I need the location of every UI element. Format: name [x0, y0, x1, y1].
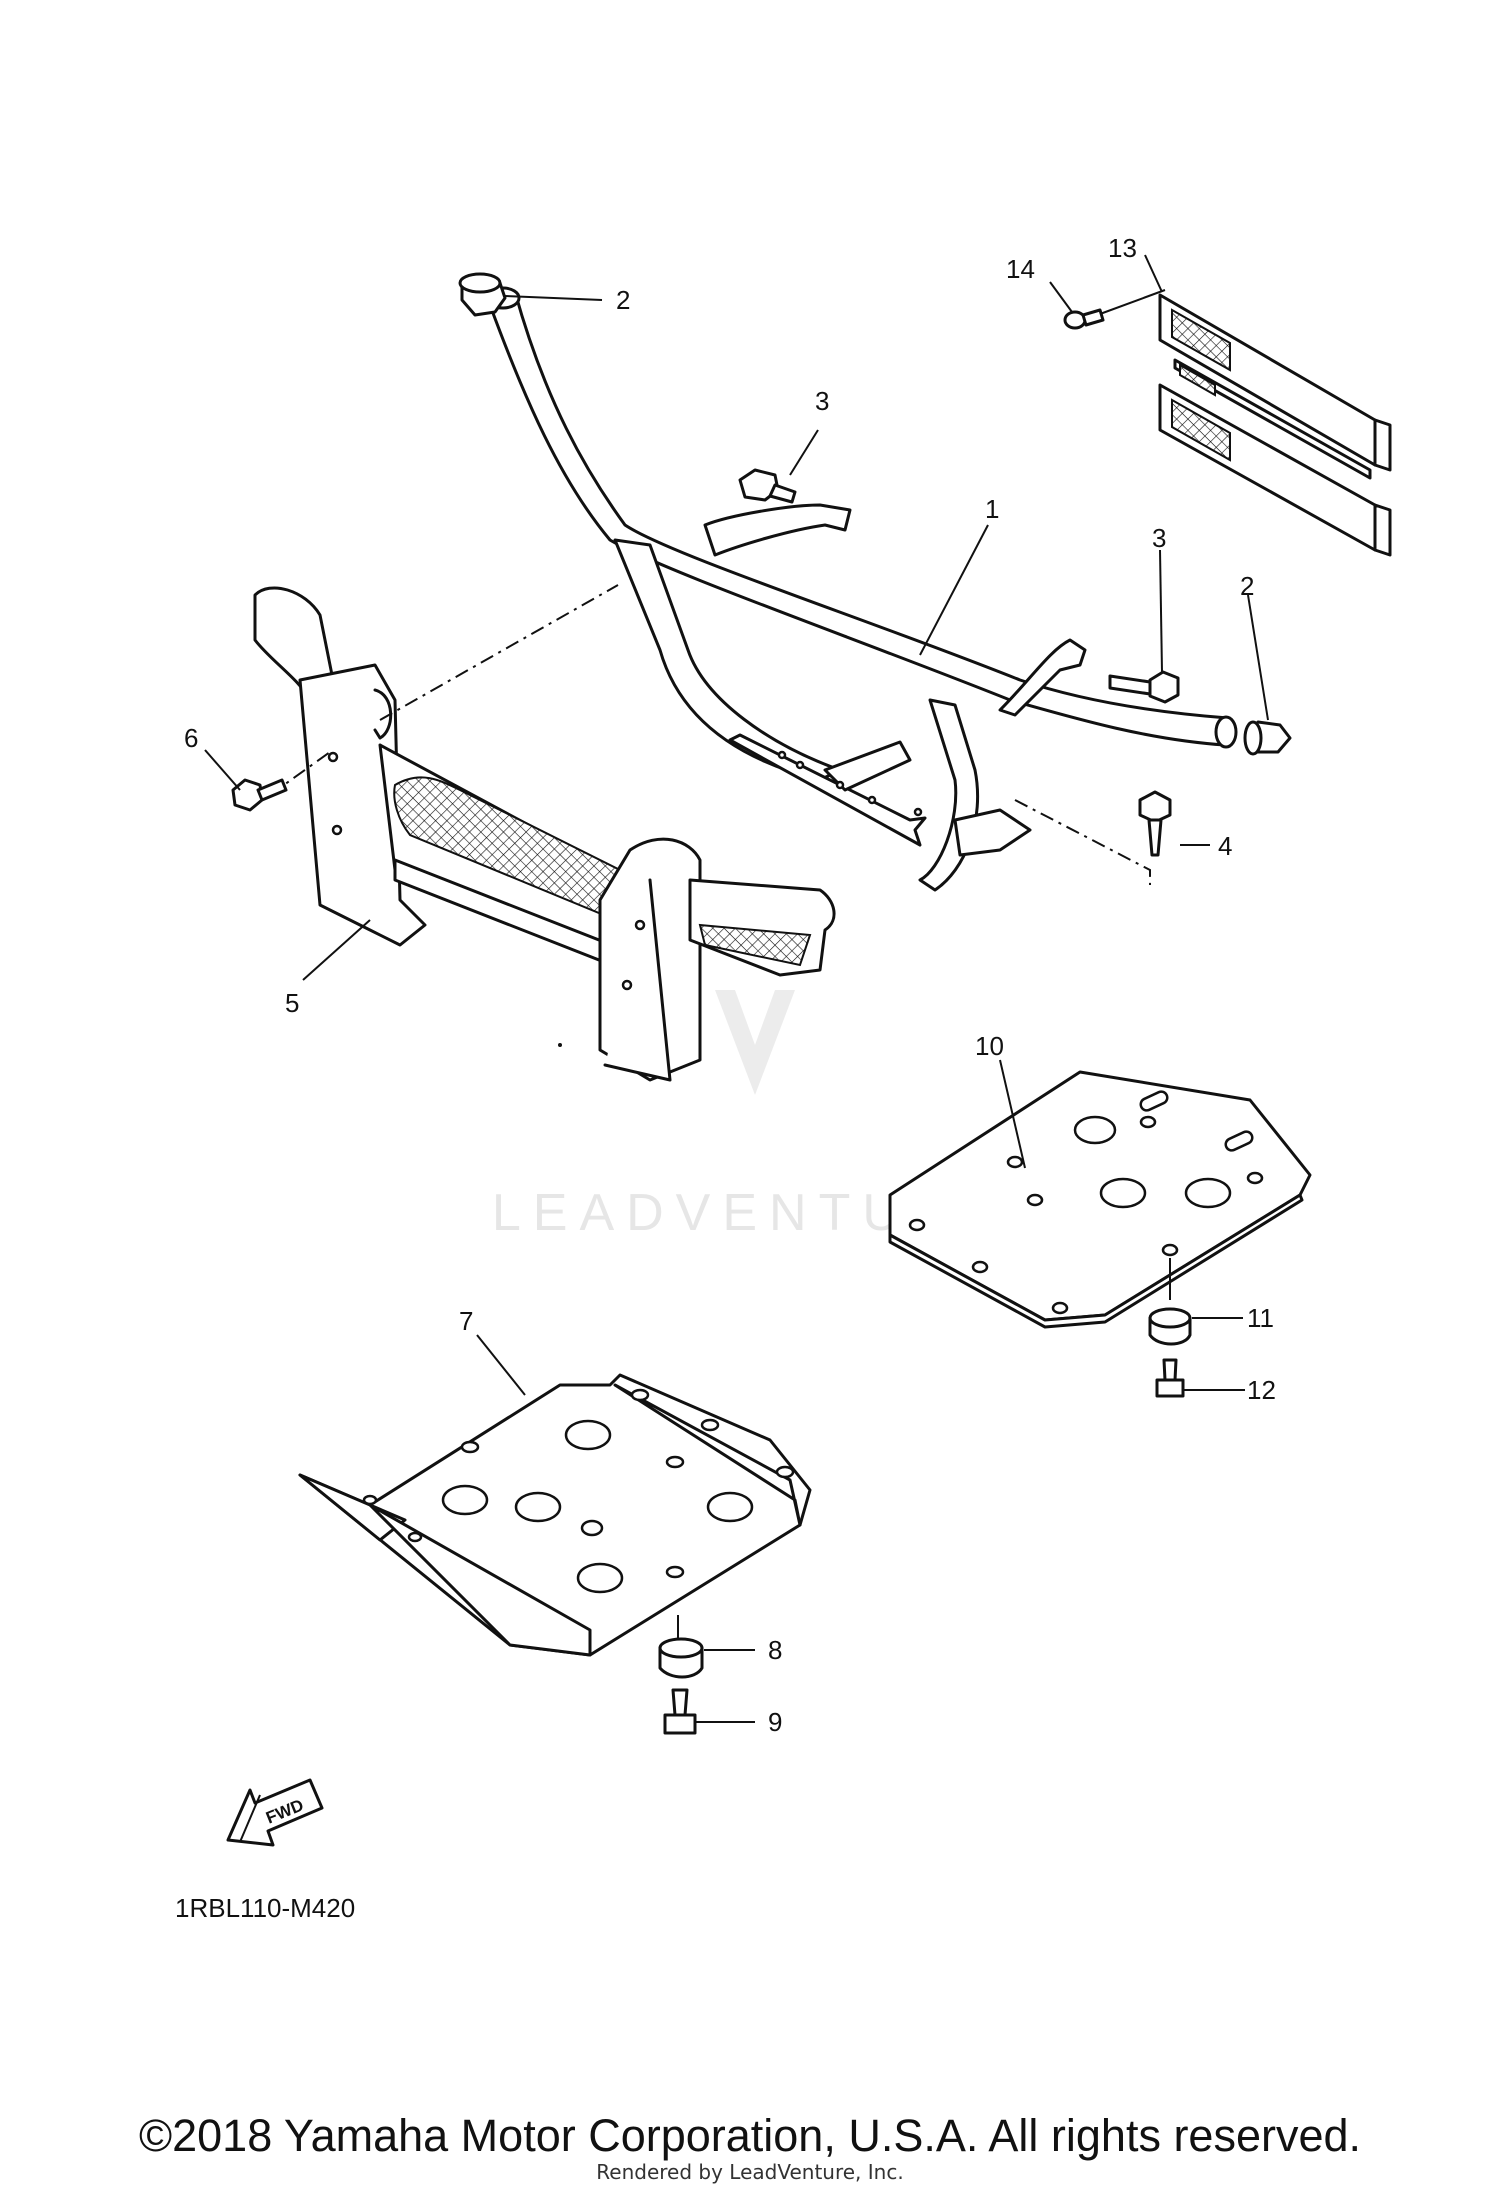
grommet-11	[1148, 1307, 1192, 1346]
front-bumper	[253, 584, 836, 1082]
drawing-code: 1RBL110-M420	[175, 1893, 355, 1923]
callout-8: 8	[768, 1635, 782, 1665]
callout-3-right: 3	[1152, 523, 1166, 553]
upper-plate	[888, 1070, 1312, 1329]
bolt-9	[663, 1688, 697, 1735]
callout-13: 13	[1108, 233, 1137, 263]
callout-7: 7	[459, 1306, 473, 1336]
leader-lines	[204, 254, 1269, 1723]
skid-plate	[298, 1373, 812, 1657]
bolt-12	[1155, 1358, 1185, 1398]
flange-bolt-upper	[738, 468, 797, 504]
callout-11: 11	[1247, 1303, 1274, 1333]
callout-12: 12	[1247, 1375, 1276, 1405]
callout-2-right: 2	[1240, 571, 1254, 601]
callout-labels: 2 2 3 3 1 4 5 6 7 8 9 10 11 12 13 14	[184, 233, 1276, 1737]
front-guard-frame	[485, 286, 1238, 892]
forward-arrow-icon: FWD	[226, 1778, 324, 1847]
bolt-4	[1014, 790, 1172, 885]
screw-14	[1063, 289, 1166, 330]
side-screen-assembly	[1158, 293, 1392, 557]
callout-5: 5	[285, 988, 299, 1018]
callout-2-upper: 2	[616, 285, 630, 315]
bolt-6	[231, 778, 288, 812]
callout-14: 14	[1006, 254, 1035, 284]
callout-3-upper: 3	[815, 386, 829, 416]
tube-cap-upper	[458, 272, 507, 317]
grommet-8	[658, 1637, 704, 1679]
callout-9: 9	[768, 1707, 782, 1737]
callout-10: 10	[975, 1031, 1004, 1061]
callout-4: 4	[1218, 831, 1232, 861]
callout-6: 6	[184, 723, 198, 753]
flange-bolt-right	[1108, 670, 1180, 704]
copyright-notice: ©2018 Yamaha Motor Corporation, U.S.A. A…	[138, 2110, 1362, 2161]
tube-cap-right	[1243, 720, 1292, 756]
callout-1: 1	[985, 494, 999, 524]
rendered-by-notice: Rendered by LeadVenture, Inc.	[596, 2160, 904, 2184]
